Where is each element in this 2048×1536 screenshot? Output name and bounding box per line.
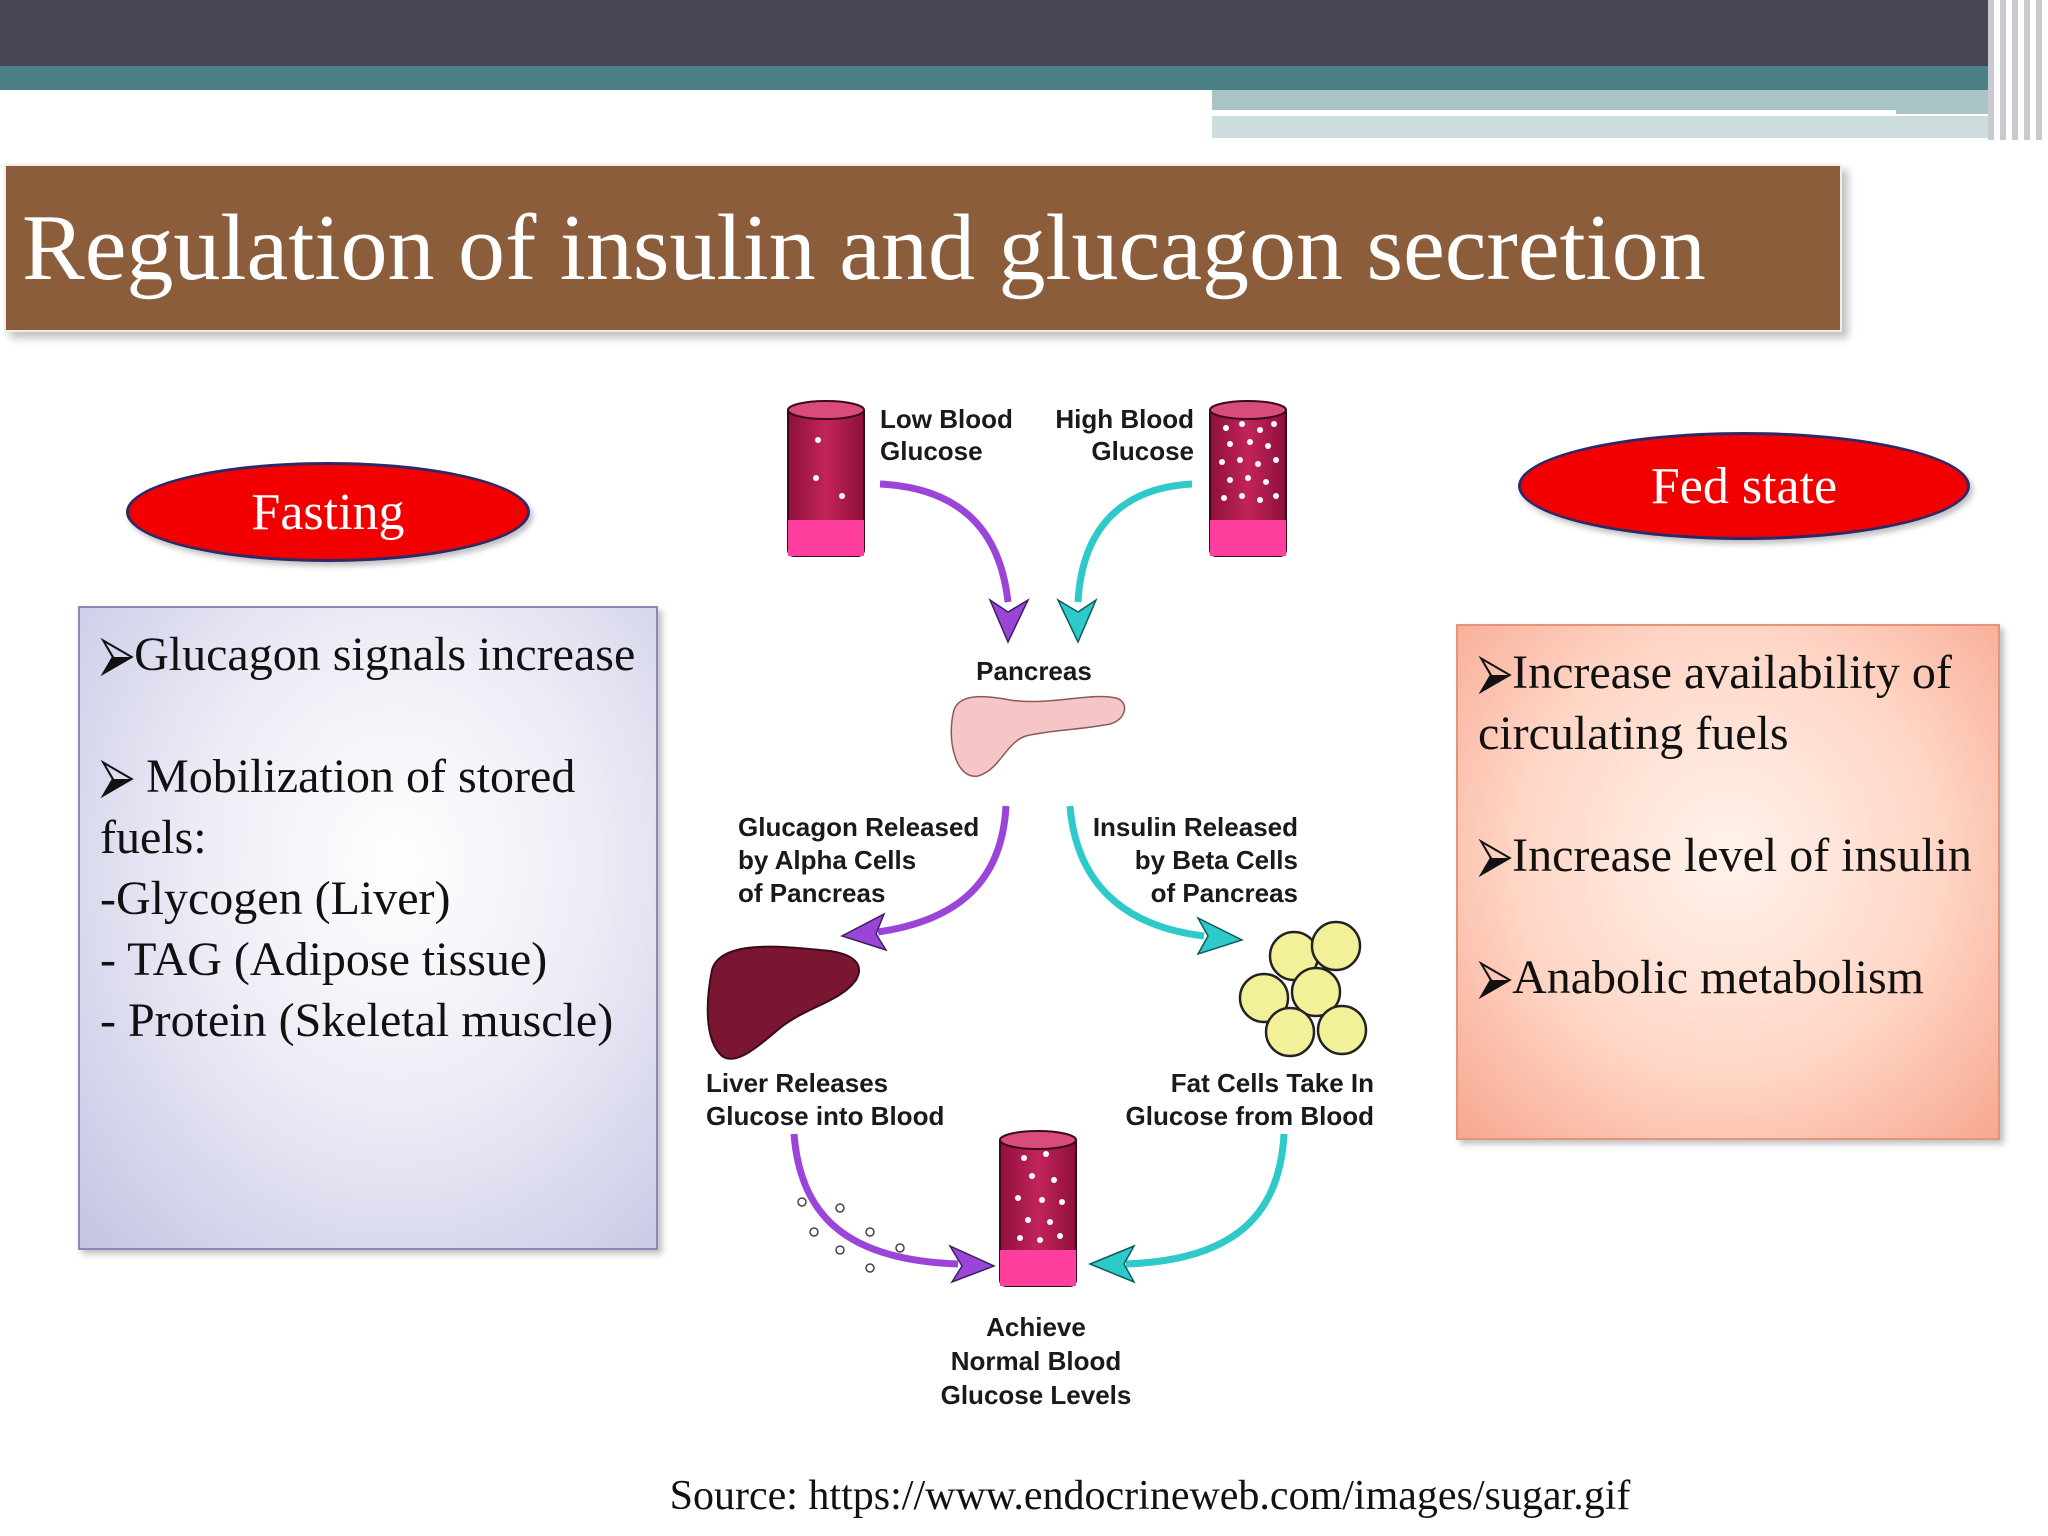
fasting-item-4: - TAG (Adipose tissue) [100,933,548,986]
fed-item-3: ⮚Anabolic metabolism [1478,951,1924,1004]
header-bar-teal [0,66,2048,90]
fasting-label: Fasting [126,462,530,562]
arrow-to-pancreas-right-icon [1056,597,1098,644]
title-banner [4,164,1842,332]
source-citation: Source: https://www.endocrineweb.com/ima… [669,1473,1631,1519]
normal-glucose-tube-icon [999,1130,1077,1287]
fasting-box: ⮚Glucagon signals increase ⮚ Mobilizatio… [78,606,658,1250]
fasting-item-5: - Protein (Skeletal muscle) [100,994,614,1047]
fed-state-label: Fed state [1518,432,1970,540]
fasting-item-3: -Glycogen (Liver) [100,872,451,925]
fat-cells-icon [1238,920,1368,1058]
pancreas-label: Pancreas [976,656,1092,686]
arrow-fat-to-blood-icon [1088,1244,1136,1284]
header-bar-light-2 [1212,116,2048,138]
slide-title: Regulation of insulin and glucagon secre… [22,196,1706,300]
pancreas-icon [950,695,1126,777]
fed-item-1: ⮚Increase availability of circulating fu… [1478,646,1952,760]
fasting-text: ⮚Glucagon signals increase ⮚ Mobilizatio… [80,608,656,1051]
arrow-liver-to-blood-icon [948,1244,996,1284]
header-stripes [1988,0,2048,140]
fasting-item-2: ⮚ Mobilization of stored fuels: [100,750,576,864]
arrow-to-fat-cells-icon [1196,916,1244,956]
arrow-to-pancreas-left-icon [988,597,1030,644]
low-glucose-tube-icon [787,400,865,557]
fed-state-box: ⮚Increase availability of circulating fu… [1456,624,2000,1140]
fed-item-2: ⮚Increase level of insulin [1478,829,1972,882]
high-glucose-tube-icon [1209,400,1287,557]
arrow-to-liver-icon [840,912,888,952]
fasting-item-1: ⮚Glucagon signals increase [100,628,636,681]
header-bar-white-line [1212,110,1896,116]
header-bar-dark [0,0,2048,66]
glucose-dots-icon [797,1197,905,1273]
liver-icon [706,945,860,1060]
fed-state-text: ⮚Increase availability of circulating fu… [1458,626,1998,1008]
